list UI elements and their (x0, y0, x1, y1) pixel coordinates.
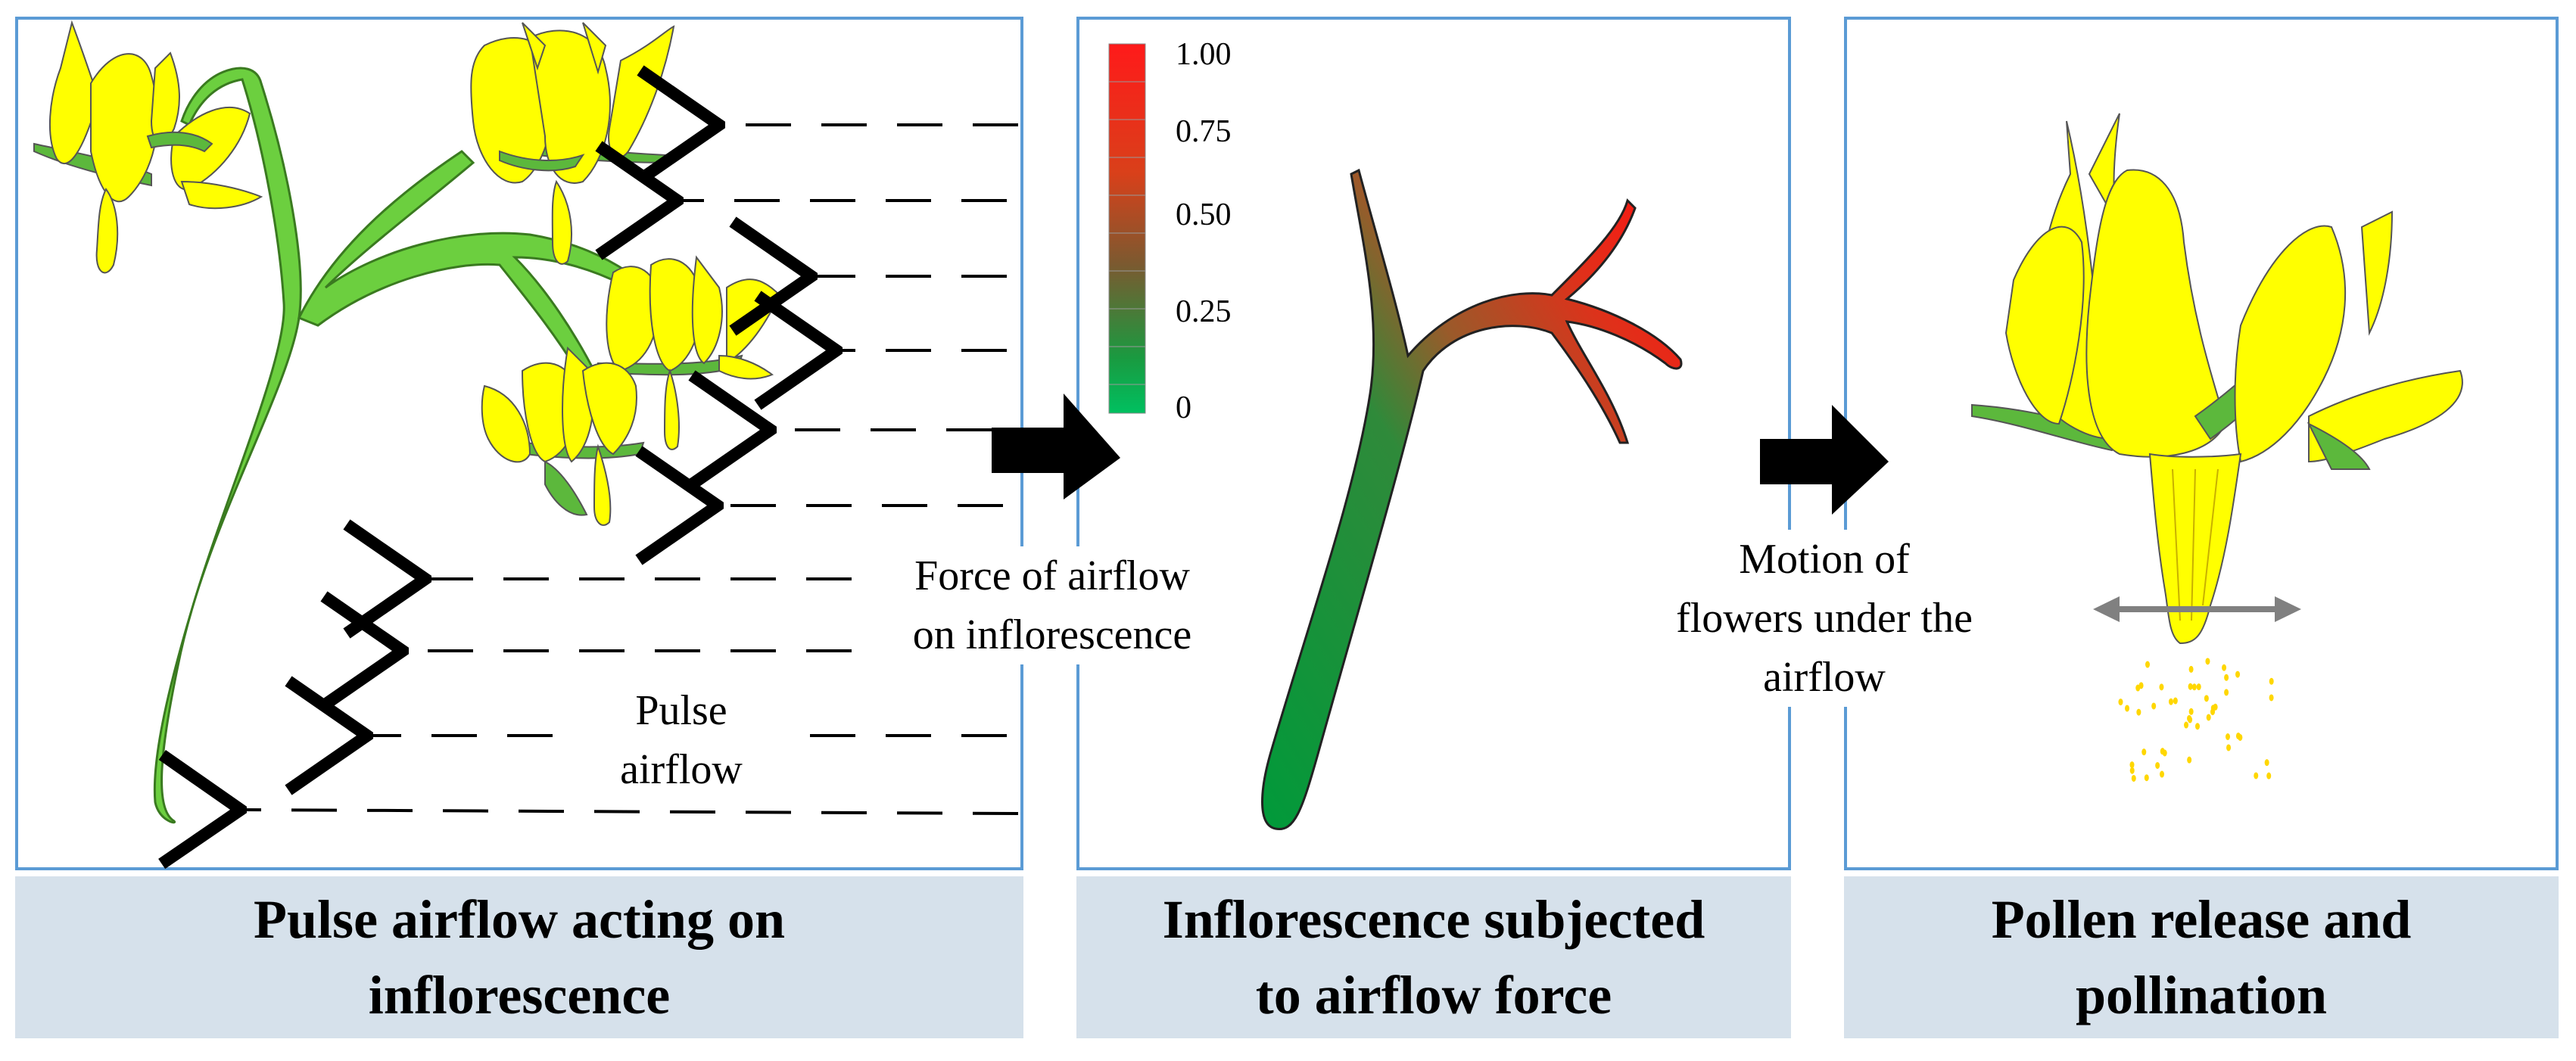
pollen-grain (2254, 772, 2259, 779)
motion-line1: Motion of (1739, 536, 1910, 583)
motion-line3: airflow (1763, 654, 1886, 701)
pollen-grain (2269, 694, 2274, 702)
pollen-grain (2129, 761, 2135, 769)
pollen-grain (2151, 702, 2157, 710)
caption-pollination-line2: pollination (2075, 965, 2328, 1025)
flower-veins (2172, 468, 2219, 621)
pollen-grain (2125, 705, 2130, 712)
transition-arrow-2 (1760, 405, 1889, 515)
colorbar-tick: 1.00 (1176, 37, 1232, 72)
pollen-grain (2206, 714, 2211, 721)
pollen-grain (2235, 671, 2241, 678)
pollen-grain (2224, 674, 2229, 681)
pollen-grain (2168, 698, 2173, 705)
pollen-grain (2188, 708, 2194, 715)
pollen-grain (2269, 677, 2274, 685)
motion-arrow (2093, 596, 2301, 622)
transition-arrow-1 (992, 394, 1120, 499)
pollen-grain (2225, 733, 2230, 741)
pollen-grain (2159, 683, 2164, 691)
pollen-grain (2213, 703, 2218, 711)
pollen-grain (2187, 756, 2192, 764)
force-airflow-label: Force of airflow on inflorescence (855, 546, 1249, 664)
pollen-grain (2138, 682, 2144, 689)
colorbar-bands (1109, 81, 1145, 385)
pollen-grain (2264, 759, 2269, 767)
pollen-grain (2131, 774, 2136, 782)
force-airflow-line1: Force of airflow (914, 552, 1190, 599)
colorbar-tick: 0.50 (1176, 198, 1232, 232)
caption-pollination-line1: Pollen release and (1991, 889, 2412, 950)
pollen-grain (2224, 689, 2229, 696)
pollen-grain (2136, 708, 2141, 716)
pollen-grain (2155, 761, 2160, 769)
pollen-grain (2266, 772, 2272, 779)
pulse-airflow-line2: airflow (620, 746, 743, 793)
pollen-grain (2194, 723, 2200, 730)
pollen-grain (2204, 695, 2209, 702)
pulse-airflow-label: Pulse airflow (575, 681, 787, 799)
flower-cluster-top-left (33, 20, 263, 274)
flower-cluster-middle (597, 255, 781, 450)
pollen-grain (2210, 708, 2216, 716)
colorbar-tick: 0.75 (1176, 114, 1232, 149)
pollen-grain (2196, 683, 2201, 691)
colorbar-tick: 0 (1176, 390, 1191, 425)
caption-force: Inflorescence subjected to airflow force (1076, 876, 1791, 1038)
pollen-grain (2145, 661, 2151, 668)
airflow-arrows (241, 125, 1019, 814)
pollinating-flower (1971, 113, 2463, 645)
caption-airflow-line1: Pulse airflow acting on (254, 889, 785, 950)
colorbar-tick: 0.25 (1176, 294, 1232, 329)
airflow-arrow (241, 810, 1019, 814)
pollen-grain (2222, 664, 2227, 671)
pollen-grain (2144, 774, 2149, 782)
pollen-grain (2141, 748, 2147, 756)
pollen-grain (2205, 658, 2210, 665)
flower-cluster-bottom (481, 346, 645, 526)
pollen-grain (2188, 683, 2193, 690)
pollen-grain (2235, 732, 2241, 739)
pollen-grain (2129, 767, 2135, 774)
pollen-grain (2191, 683, 2197, 691)
caption-force-line1: Inflorescence subjected (1162, 889, 1705, 950)
caption-airflow: Pulse airflow acting on inflorescence (15, 876, 1023, 1038)
caption-airflow-line2: inflorescence (368, 965, 671, 1025)
motion-label: Motion of flowers under the airflow (1635, 530, 2014, 707)
caption-force-line2: to airflow force (1255, 965, 1612, 1025)
pollen-grain (2173, 697, 2178, 705)
pollen-grain (2118, 699, 2123, 706)
pulse-airflow-line1: Pulse (635, 687, 727, 734)
force-airflow-line2: on inflorescence (912, 611, 1192, 658)
pollen-grains (2118, 658, 2274, 782)
pollen-grain (2188, 665, 2194, 673)
pollen-grain (2160, 748, 2165, 755)
pollen-grain (2226, 744, 2232, 751)
pollen-grain (2160, 770, 2165, 778)
pollen-grain (2184, 721, 2189, 729)
pollen-grain (2187, 714, 2192, 722)
motion-line2: flowers under the (1676, 595, 1973, 642)
force-stem (1261, 168, 1683, 831)
flower-cluster-top-right (470, 22, 675, 265)
colorbar (1108, 43, 1146, 414)
caption-pollination: Pollen release and pollination (1844, 876, 2559, 1038)
panel-force (1076, 17, 1791, 870)
